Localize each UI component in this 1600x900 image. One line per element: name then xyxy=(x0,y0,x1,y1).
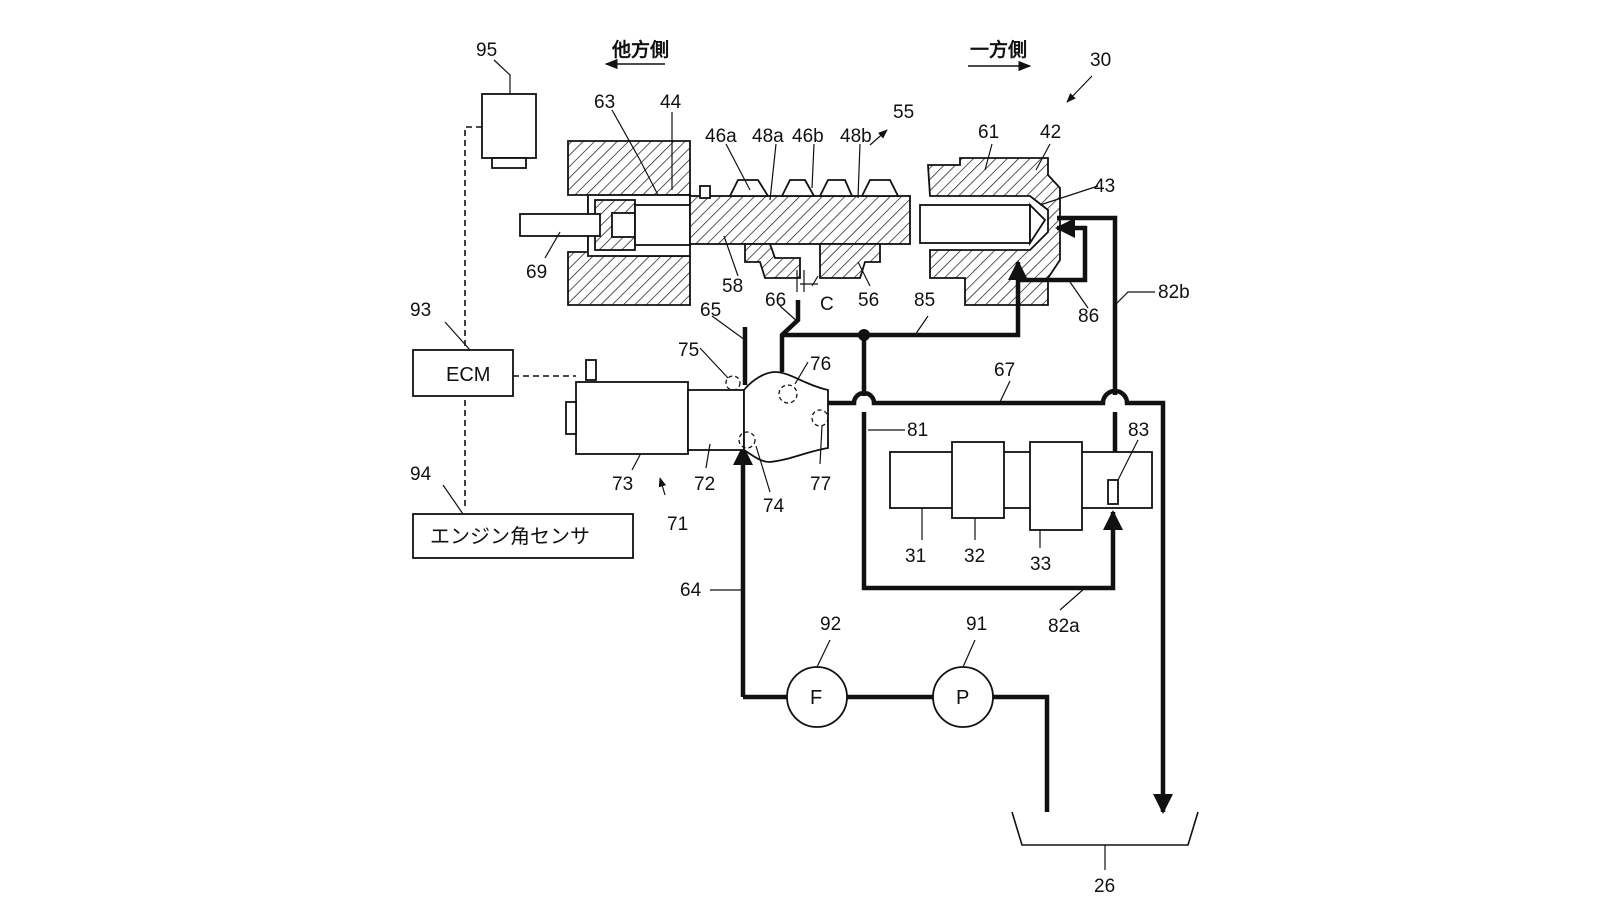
pipe-66 xyxy=(779,300,801,372)
ref-67: 67 xyxy=(994,360,1015,381)
ref-48b: 48b xyxy=(840,126,872,147)
ref-92: 92 xyxy=(820,614,841,635)
unit-95 xyxy=(481,93,537,169)
direction-one-side-label: 一方側 xyxy=(970,38,1027,61)
ref-31: 31 xyxy=(905,546,926,567)
ref-C: C xyxy=(820,294,834,315)
ref-63: 63 xyxy=(594,92,615,113)
ref-32: 32 xyxy=(964,546,985,567)
control-valve-71 xyxy=(565,359,829,463)
pipe-81-82a xyxy=(861,412,1124,591)
ref-30: 30 xyxy=(1090,50,1111,71)
ref-82b: 82b xyxy=(1158,282,1190,303)
ref-46b: 46b xyxy=(792,126,824,147)
ref-58: 58 xyxy=(722,276,743,297)
engine-angle-sensor-box xyxy=(412,513,634,559)
ref-83: 83 xyxy=(1128,420,1149,441)
ref-91: 91 xyxy=(966,614,987,635)
ref-74: 74 xyxy=(763,496,785,517)
ref-75: 75 xyxy=(678,340,699,361)
ref-82a: 82a xyxy=(1048,616,1080,637)
ref-71: 71 xyxy=(667,514,688,535)
ref-42: 42 xyxy=(1040,122,1061,143)
ref-48a: 48a xyxy=(752,126,784,147)
direction-other-side: 他方側 xyxy=(604,38,669,70)
spool-valve-assembly xyxy=(519,140,1061,306)
actuator-block xyxy=(889,441,1153,531)
ref-26: 26 xyxy=(1094,876,1115,897)
direction-one-side: 一方側 xyxy=(968,38,1032,72)
direction-other-side-label: 他方側 xyxy=(611,38,669,61)
reference-numerals: 30 95 63 44 46a 48a 46b 48b 55 61 42 43 … xyxy=(410,40,1190,897)
ref-94: 94 xyxy=(410,464,432,485)
signal-line-95 xyxy=(464,126,482,510)
engine-angle-sensor-label: エンジン角センサ xyxy=(430,525,590,548)
leader-lines xyxy=(442,59,1155,870)
flow-meter-label: F xyxy=(810,687,822,709)
ref-95: 95 xyxy=(476,40,497,61)
ref-44: 44 xyxy=(660,92,682,113)
ref-93: 93 xyxy=(410,300,431,321)
ref-33: 33 xyxy=(1030,554,1051,575)
pump-label: P xyxy=(956,687,969,709)
ref-72: 72 xyxy=(694,474,715,495)
pipe-P-to-tank xyxy=(990,694,1050,812)
ref-86: 86 xyxy=(1078,306,1099,327)
ecm-box xyxy=(412,349,514,397)
ref-76: 76 xyxy=(810,354,831,375)
ref-73: 73 xyxy=(612,474,633,495)
ref-65: 65 xyxy=(700,300,721,321)
ref-69: 69 xyxy=(526,262,547,283)
ref-61: 61 xyxy=(978,122,999,143)
ref-64: 64 xyxy=(680,580,702,601)
ref-56: 56 xyxy=(858,290,879,311)
tank-26 xyxy=(1011,811,1199,846)
ref-77: 77 xyxy=(810,474,831,495)
ref-43: 43 xyxy=(1094,176,1115,197)
ref-85: 85 xyxy=(914,290,935,311)
pipe-86 xyxy=(1018,217,1088,283)
ref-46a: 46a xyxy=(705,126,737,147)
pipe-67 xyxy=(828,388,1174,815)
ref-66: 66 xyxy=(765,290,786,311)
ref-81: 81 xyxy=(907,420,928,441)
pipe-82b-upper xyxy=(1057,215,1118,395)
ecm-label: ECM xyxy=(446,364,490,386)
ref-55: 55 xyxy=(893,102,914,123)
